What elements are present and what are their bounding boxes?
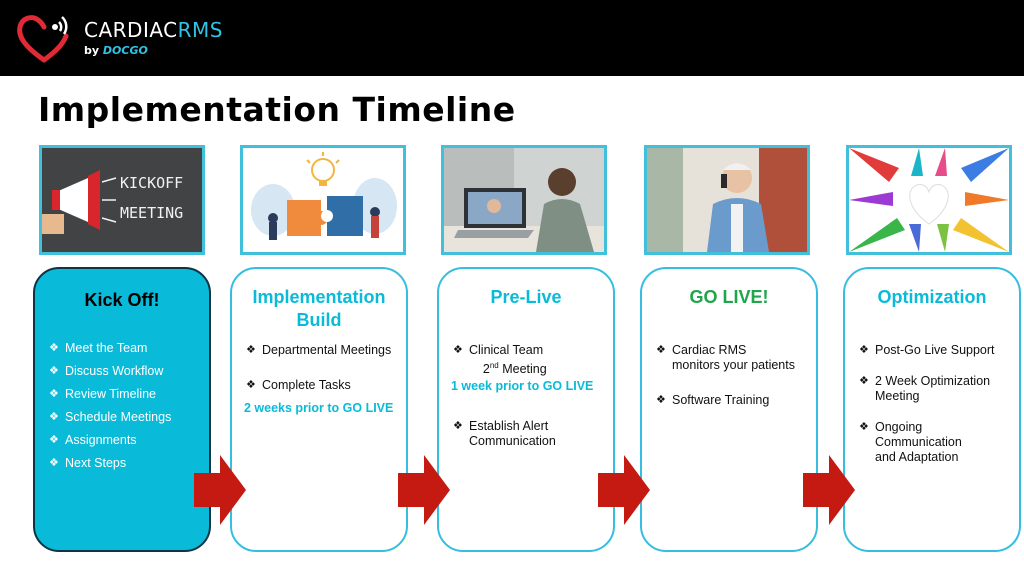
card-title: Optimization [877,287,987,307]
diamond-bullet-icon: ❖ [859,344,869,356]
diamond-bullet-icon: ❖ [453,420,463,432]
bullet-text-line2: Communication [469,434,556,448]
diamond-bullet-icon: ❖ [859,421,869,433]
list-item: ❖ Software Training [656,393,808,408]
diamond-bullet-icon: ❖ [49,388,59,400]
bullet-text: Discuss Workflow [65,364,164,378]
kickoff-meeting-photo: KICKOFF MEETING [39,145,205,255]
arrow-right-icon [803,455,855,525]
bullet-text: Review Timeline [65,387,157,401]
header-bar: CARDIACRMS by DOCGO [0,0,1024,76]
optimization-card: Optimization ❖ Post-Go Live Support ❖ 2 We… [843,267,1021,552]
page-title: Implementation Timeline [38,90,516,129]
card-title: Kick Off! [84,290,160,310]
hands-heart-photo [846,145,1012,255]
diamond-bullet-icon: ❖ [246,344,256,356]
card-title-line2: Build [296,310,342,330]
heart-signal-logo-icon [17,15,69,63]
list-item: ❖ Departmental Meetings [246,343,398,358]
diamond-bullet-icon: ❖ [246,379,256,391]
diamond-bullet-icon: ❖ [656,344,666,356]
diamond-bullet-icon: ❖ [859,375,869,387]
timing-note: 1 week prior to GO LIVE [451,379,594,393]
bullet-text-line2: monitors your patients [672,358,795,372]
bullet-text: Post-Go Live Support [875,343,995,357]
list-item: ❖ Review Timeline [49,387,201,402]
card-title: Pre-Live [490,287,562,307]
bullet-text-line3: and Adaptation [875,450,959,464]
bullet-text: 2 Week Optimization [875,374,991,388]
list-item: ❖ Post-Go Live Support [859,343,1011,358]
kickoff-text: KICKOFF [120,174,183,192]
brand-name-part2: RMS [177,18,223,42]
meeting-text: MEETING [120,204,183,222]
diamond-bullet-icon: ❖ [49,411,59,423]
bullet-text-ordinal: nd [489,361,499,370]
laptop-video-call-photo [441,145,607,255]
docgo-brand: DOCGO [102,44,148,57]
list-item: ❖ Complete Tasks [246,378,398,393]
bullet-text: Assignments [65,433,137,447]
pre-live-bullets: ❖ Clinical Team 2nd Meeting [453,343,605,385]
bullet-text: Ongoing [875,420,923,434]
bullet-text: Cardiac RMS [672,343,747,357]
bullet-text-number: 2 [482,362,490,377]
bullet-text-line2: Meeting [875,389,920,403]
bullet-text: Software Training [672,393,770,407]
kickoff-card: Kick Off! ❖ Meet the Team ❖ Discuss Workfl… [33,267,211,552]
arrow-right-icon [398,455,450,525]
list-item: ❖ Next Steps [49,456,201,471]
optimization-bullets: ❖ Post-Go Live Support ❖ 2 Week Optimizati… [859,343,1011,473]
kickoff-bullets: ❖ Meet the Team ❖ Discuss Workflow ❖ Review… [49,341,201,479]
arrow-right-icon [598,455,650,525]
diamond-bullet-icon: ❖ [49,342,59,354]
list-item: ❖ Meet the Team [49,341,201,356]
timing-note: 2 weeks prior to GO LIVE [244,401,394,415]
brand-byline: by DOCGO [84,44,148,57]
list-item: ❖ Assignments [49,433,201,448]
diamond-bullet-icon: ❖ [453,344,463,356]
card-title-line1: Implementation [252,287,386,307]
pre-live-card: Pre-Live ❖ Clinical Team 2nd Meeting 1 we… [437,267,615,552]
bullet-text: Complete Tasks [262,378,351,392]
bullet-text-line2: Communication [875,435,962,449]
bullet-text: Schedule Meetings [65,410,172,424]
brand-name-part1: CARDIAC [84,18,178,42]
diamond-bullet-icon: ❖ [49,434,59,446]
list-item: ❖ Clinical Team 2nd Meeting [453,343,605,377]
diamond-bullet-icon: ❖ [49,457,59,469]
diamond-bullet-icon: ❖ [49,365,59,377]
bullet-text: Next Steps [65,456,127,470]
diamond-bullet-icon: ❖ [656,394,666,406]
puzzle-lightbulb-illustration [240,145,406,255]
build-bullets: ❖ Departmental Meetings ❖ Complete Tasks [246,343,398,401]
bullet-text: Departmental Meetings [262,343,392,357]
bullet-text: Establish Alert [469,419,549,433]
brand-name: CARDIACRMS [84,18,223,42]
bullet-text: Clinical Team [469,343,544,357]
card-title: GO LIVE! [689,287,769,307]
list-item: ❖ Discuss Workflow [49,364,201,379]
list-item: ❖ Schedule Meetings [49,410,201,425]
arrow-right-icon [194,455,246,525]
phone-call-photo [644,145,810,255]
by-label: by [84,44,100,57]
bullet-text: Meet the Team [65,341,148,355]
bullet-text-rest: Meeting [498,362,547,377]
